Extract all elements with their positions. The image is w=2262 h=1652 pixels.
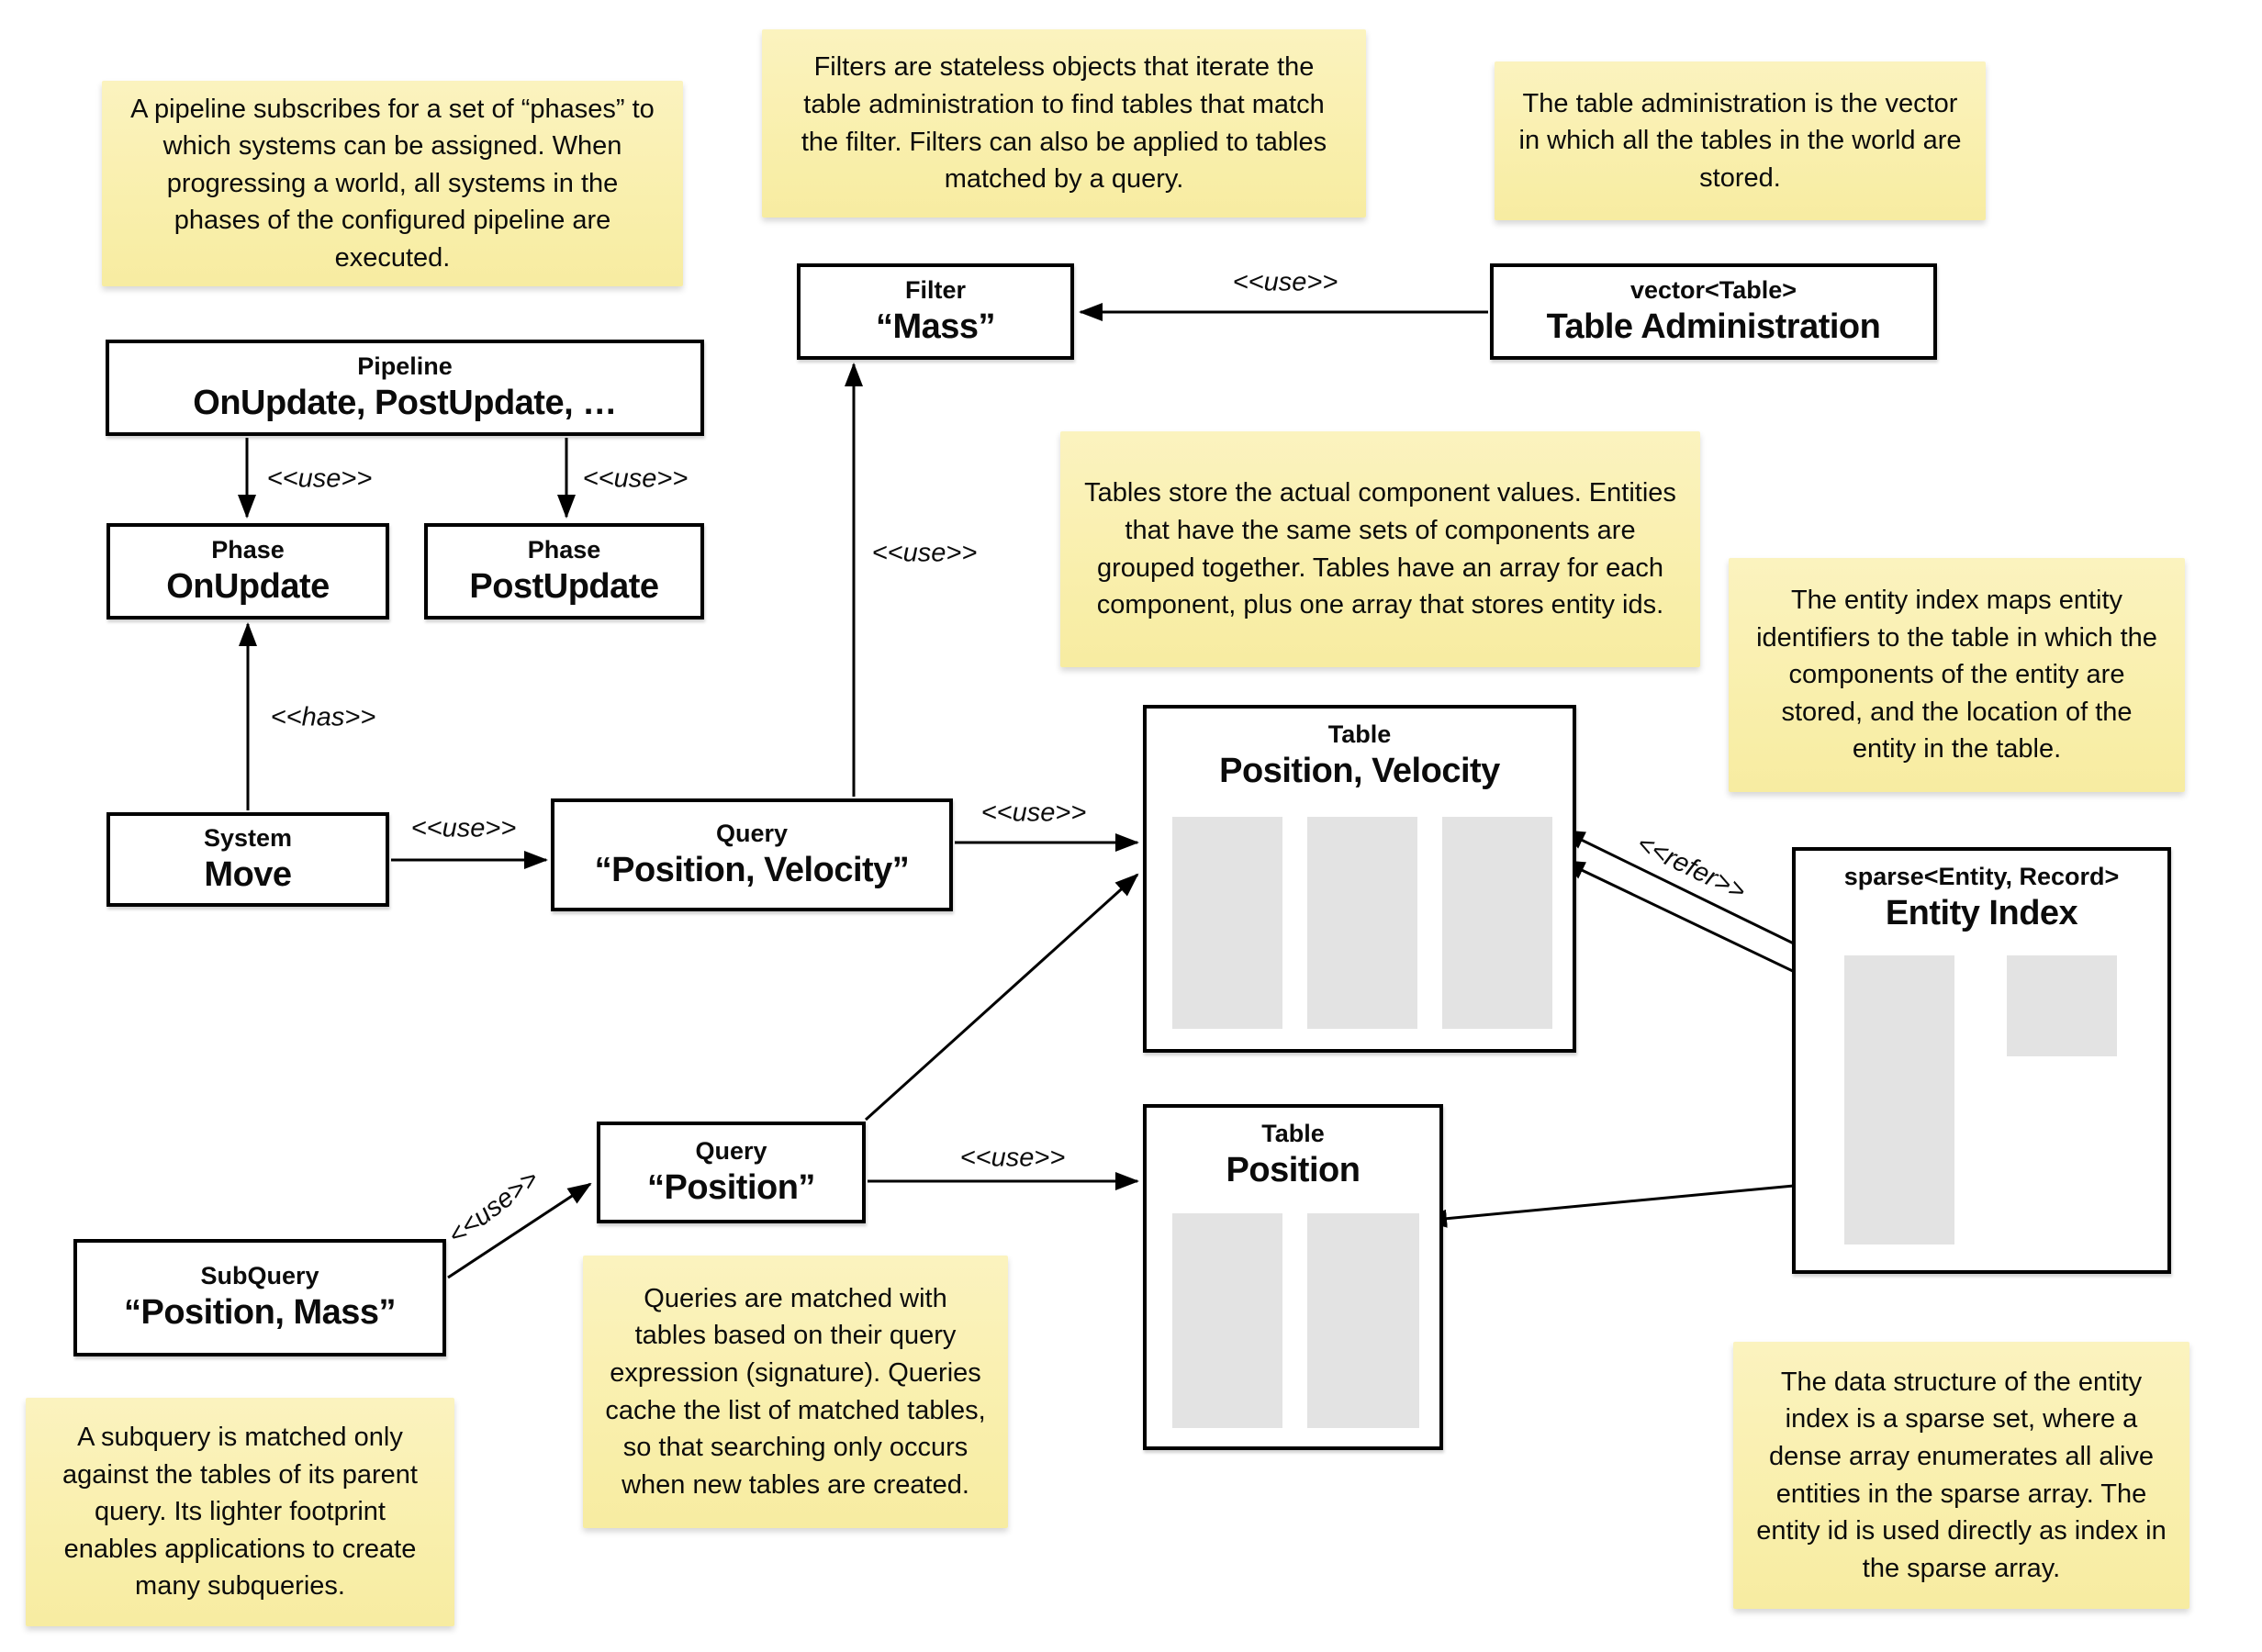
- query-position-velocity-box: Query “Position, Velocity”: [551, 798, 953, 911]
- edge-query-position-to-table-pv: [864, 873, 1139, 1122]
- note-tables: Tables store the actual component values…: [1060, 431, 1700, 667]
- edge-label-use-subquery-query: <<use>>: [442, 1164, 545, 1251]
- note-pipeline: A pipeline subscribes for a set of “phas…: [102, 81, 683, 286]
- table-position-velocity-stereotype: Table: [1327, 720, 1392, 748]
- sparse-array: [1844, 955, 1954, 1245]
- note-queries: Queries are matched with tables based on…: [583, 1256, 1008, 1528]
- entity-id-array: [1442, 817, 1552, 1029]
- edge-label-use-query-table-pv: <<use>>: [980, 798, 1087, 828]
- system-move-name: Move: [204, 854, 292, 894]
- dense-array: [2007, 955, 2117, 1056]
- table-administration-name: Table Administration: [1546, 307, 1881, 346]
- filter-mass-name: “Mass”: [875, 307, 996, 346]
- edge-label-use-admin-filter: <<use>>: [1232, 267, 1338, 297]
- pipeline-name: OnUpdate, PostUpdate, …: [193, 383, 617, 422]
- query-position-box: Query “Position”: [597, 1122, 866, 1223]
- subquery-position-mass-stereotype: SubQuery: [200, 1262, 319, 1290]
- pipeline-stereotype: Pipeline: [357, 352, 453, 380]
- entity-id-array: [1307, 1213, 1419, 1428]
- subquery-position-mass-name: “Position, Mass”: [123, 1293, 397, 1333]
- query-position-velocity-name: “Position, Velocity”: [594, 850, 910, 889]
- table-position-name: Position: [1226, 1150, 1361, 1189]
- component-array-position: [1172, 1213, 1282, 1428]
- phase-onupdate-name: OnUpdate: [166, 566, 330, 606]
- entity-index-box: sparse<Entity, Record> Entity Index: [1792, 847, 2171, 1274]
- table-position-velocity-box: Table Position, Velocity: [1143, 705, 1576, 1053]
- query-position-velocity-stereotype: Query: [715, 819, 789, 847]
- pipeline-box: Pipeline OnUpdate, PostUpdate, …: [106, 340, 704, 436]
- edge-label-use-system-query: <<use>>: [410, 813, 517, 843]
- table-administration-stereotype: vector<Table>: [1629, 275, 1797, 304]
- edge-label-use-pipeline-onupdate: <<use>>: [266, 463, 373, 494]
- note-table-administration: The table administration is the vector i…: [1495, 61, 1986, 220]
- query-position-stereotype: Query: [695, 1136, 767, 1165]
- phase-onupdate-stereotype: Phase: [211, 535, 285, 564]
- table-position-velocity-name: Position, Velocity: [1219, 751, 1500, 790]
- table-administration-box: vector<Table> Table Administration: [1490, 263, 1937, 360]
- edge-label-has-system-phase: <<has>>: [270, 702, 376, 732]
- component-array-velocity: [1307, 817, 1417, 1029]
- phase-postupdate-box: Phase PostUpdate: [424, 523, 704, 620]
- phase-postupdate-name: PostUpdate: [469, 566, 659, 606]
- query-position-name: “Position”: [647, 1167, 815, 1207]
- entity-index-stereotype: sparse<Entity, Record>: [1843, 863, 2120, 890]
- note-subquery: A subquery is matched only against the t…: [26, 1398, 454, 1626]
- phase-postupdate-stereotype: Phase: [527, 535, 601, 564]
- system-move-box: System Move: [106, 812, 389, 907]
- filter-mass-box: Filter “Mass”: [797, 263, 1074, 360]
- filter-mass-stereotype: Filter: [904, 275, 966, 304]
- edge-label-refer-index-tables: <<refer>>: [1631, 829, 1751, 907]
- edge-index-refer-table-position: [1423, 1179, 1843, 1228]
- note-filters: Filters are stateless objects that itera…: [762, 29, 1366, 218]
- subquery-position-mass-box: SubQuery “Position, Mass”: [73, 1239, 446, 1356]
- system-move-stereotype: System: [203, 823, 293, 852]
- edge-label-use-query-filter: <<use>>: [871, 538, 978, 568]
- table-position-box: Table Position: [1143, 1104, 1443, 1450]
- phase-onupdate-box: Phase OnUpdate: [106, 523, 389, 620]
- note-sparse-set: The data structure of the entity index i…: [1733, 1342, 2189, 1609]
- component-array-position: [1172, 817, 1282, 1029]
- edge-label-use-pipeline-postupdate: <<use>>: [582, 463, 689, 494]
- table-position-stereotype: Table: [1261, 1120, 1325, 1147]
- note-entity-index: The entity index maps entity identifiers…: [1729, 558, 2185, 792]
- entity-index-name: Entity Index: [1885, 893, 2078, 932]
- edge-label-use-query-table-position: <<use>>: [959, 1143, 1066, 1173]
